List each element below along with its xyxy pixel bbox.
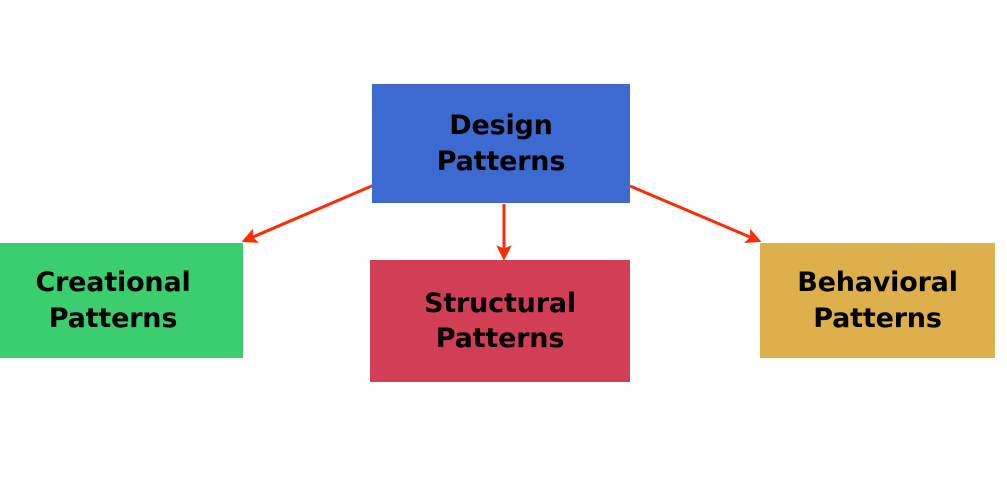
node-creational-patterns-label: Creational Patterns [35, 267, 191, 334]
edge-root-to-creational [241, 183, 375, 243]
node-design-patterns-label: Design Patterns [436, 110, 566, 177]
node-creational-patterns[interactable]: Creational Patterns [0, 243, 243, 358]
node-design-patterns[interactable]: Design Patterns [372, 84, 630, 203]
node-structural-patterns[interactable]: Structural Patterns [370, 260, 630, 382]
node-structural-patterns-label: Structural Patterns [424, 287, 576, 354]
node-behavioral-patterns[interactable]: Behavioral Patterns [760, 243, 995, 358]
node-behavioral-patterns-label: Behavioral Patterns [797, 267, 958, 334]
edge-root-to-behavioral [629, 184, 762, 243]
